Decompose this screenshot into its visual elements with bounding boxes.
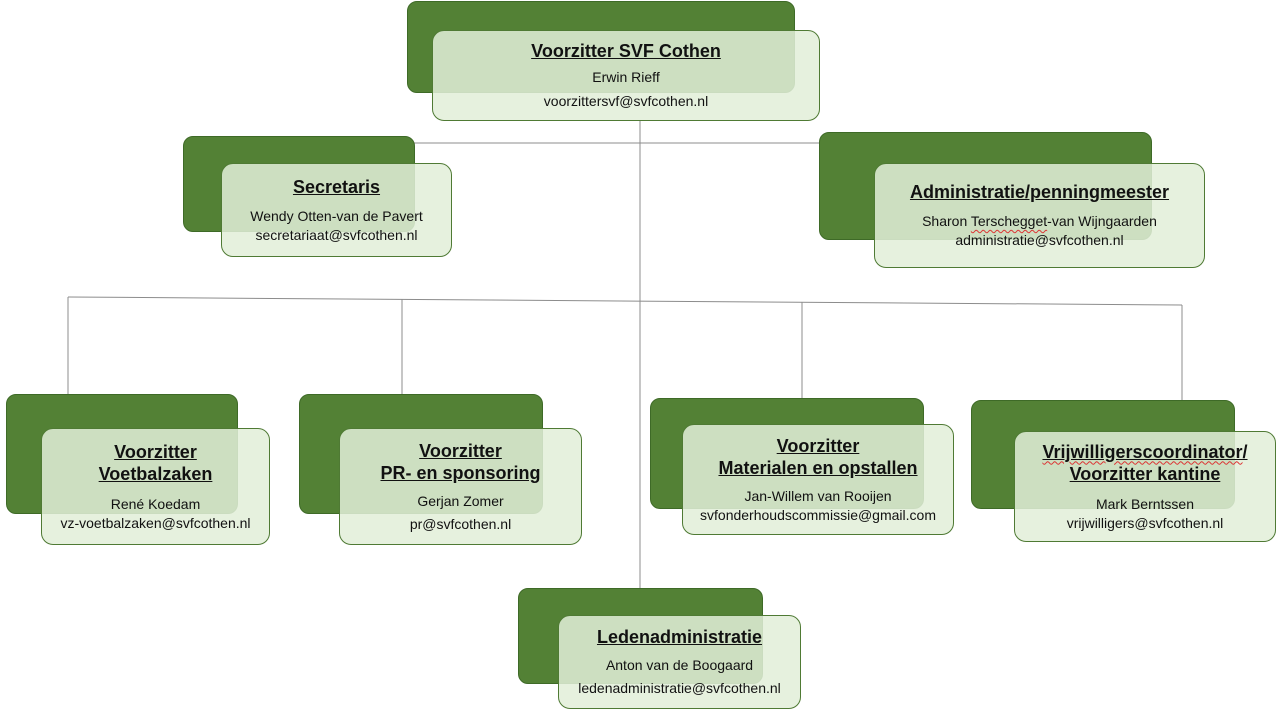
node-title: Vrijwilligerscoordinator/ Voorzitter kan… (1042, 441, 1247, 485)
node-email: secretariaat@svfcothen.nl (255, 226, 418, 243)
node-title: Voorzitter PR- en sponsoring (380, 440, 541, 483)
node-person-name-part: -van Wijngaarden (1047, 213, 1157, 229)
node-email: pr@svfcothen.nl (409, 515, 512, 532)
node-person-name: Wendy Otten-van de Pavert (250, 207, 423, 224)
connector-committee-level (67, 296, 1183, 306)
node-email: administratie@svfcothen.nl (955, 232, 1124, 248)
node-person-name: Erwin Rieff (592, 69, 660, 85)
node-front-box: Vrijwilligerscoordinator/ Voorzitter kan… (1014, 431, 1276, 542)
node-front-box: Administratie/penningmeester Sharon Ters… (874, 163, 1205, 268)
node-title-part: / Voorzitter kantine (1069, 441, 1248, 484)
node-title: Administratie/penningmeester (909, 182, 1170, 202)
node-person-name-part: Terschegget (970, 213, 1048, 229)
node-email: svfonderhoudscommissie@gmail.com (700, 506, 936, 523)
node-title-part: Vrijwilligerscoordinator (1042, 441, 1243, 462)
node-front-box: Voorzitter PR- en sponsoring Gerjan Zome… (339, 428, 582, 545)
node-front-box: Voorzitter SVF Cothen Erwin Rieff voorzi… (432, 30, 820, 121)
node-title: Voorzitter SVF Cothen (531, 41, 721, 61)
node-person-name: René Koedam (110, 495, 201, 512)
node-front-box: Voorzitter Materialen en opstallen Jan-W… (682, 424, 954, 535)
node-person-name: Jan-Willem van Rooijen (744, 487, 892, 504)
node-title: Ledenadministratie (596, 627, 763, 647)
node-person-name: Sharon Terschegget-van Wijngaarden (922, 212, 1157, 231)
node-person-name: Mark Berntssen (1095, 495, 1195, 512)
node-person-name-part: Sharon (922, 213, 971, 229)
node-email: ledenadministratie@svfcothen.nl (578, 680, 781, 696)
node-title: Voorzitter Materialen en opstallen (718, 435, 918, 478)
node-title: Voorzitter Voetbalzaken (98, 441, 213, 484)
node-person-name: Anton van de Boogaard (605, 657, 754, 673)
node-person-name: Gerjan Zomer (417, 492, 504, 509)
node-email: voorzittersvf@svfcothen.nl (543, 93, 709, 109)
node-front-box: Secretaris Wendy Otten-van de Pavert sec… (221, 163, 452, 257)
node-title: Secretaris (292, 176, 381, 197)
node-front-box: Voorzitter Voetbalzaken René Koedam vz-v… (41, 428, 270, 545)
node-email: vrijwilligers@svfcothen.nl (1066, 514, 1224, 531)
node-front-box: Ledenadministratie Anton van de Boogaard… (558, 615, 801, 709)
node-email: vz-voetbalzaken@svfcothen.nl (60, 514, 251, 531)
